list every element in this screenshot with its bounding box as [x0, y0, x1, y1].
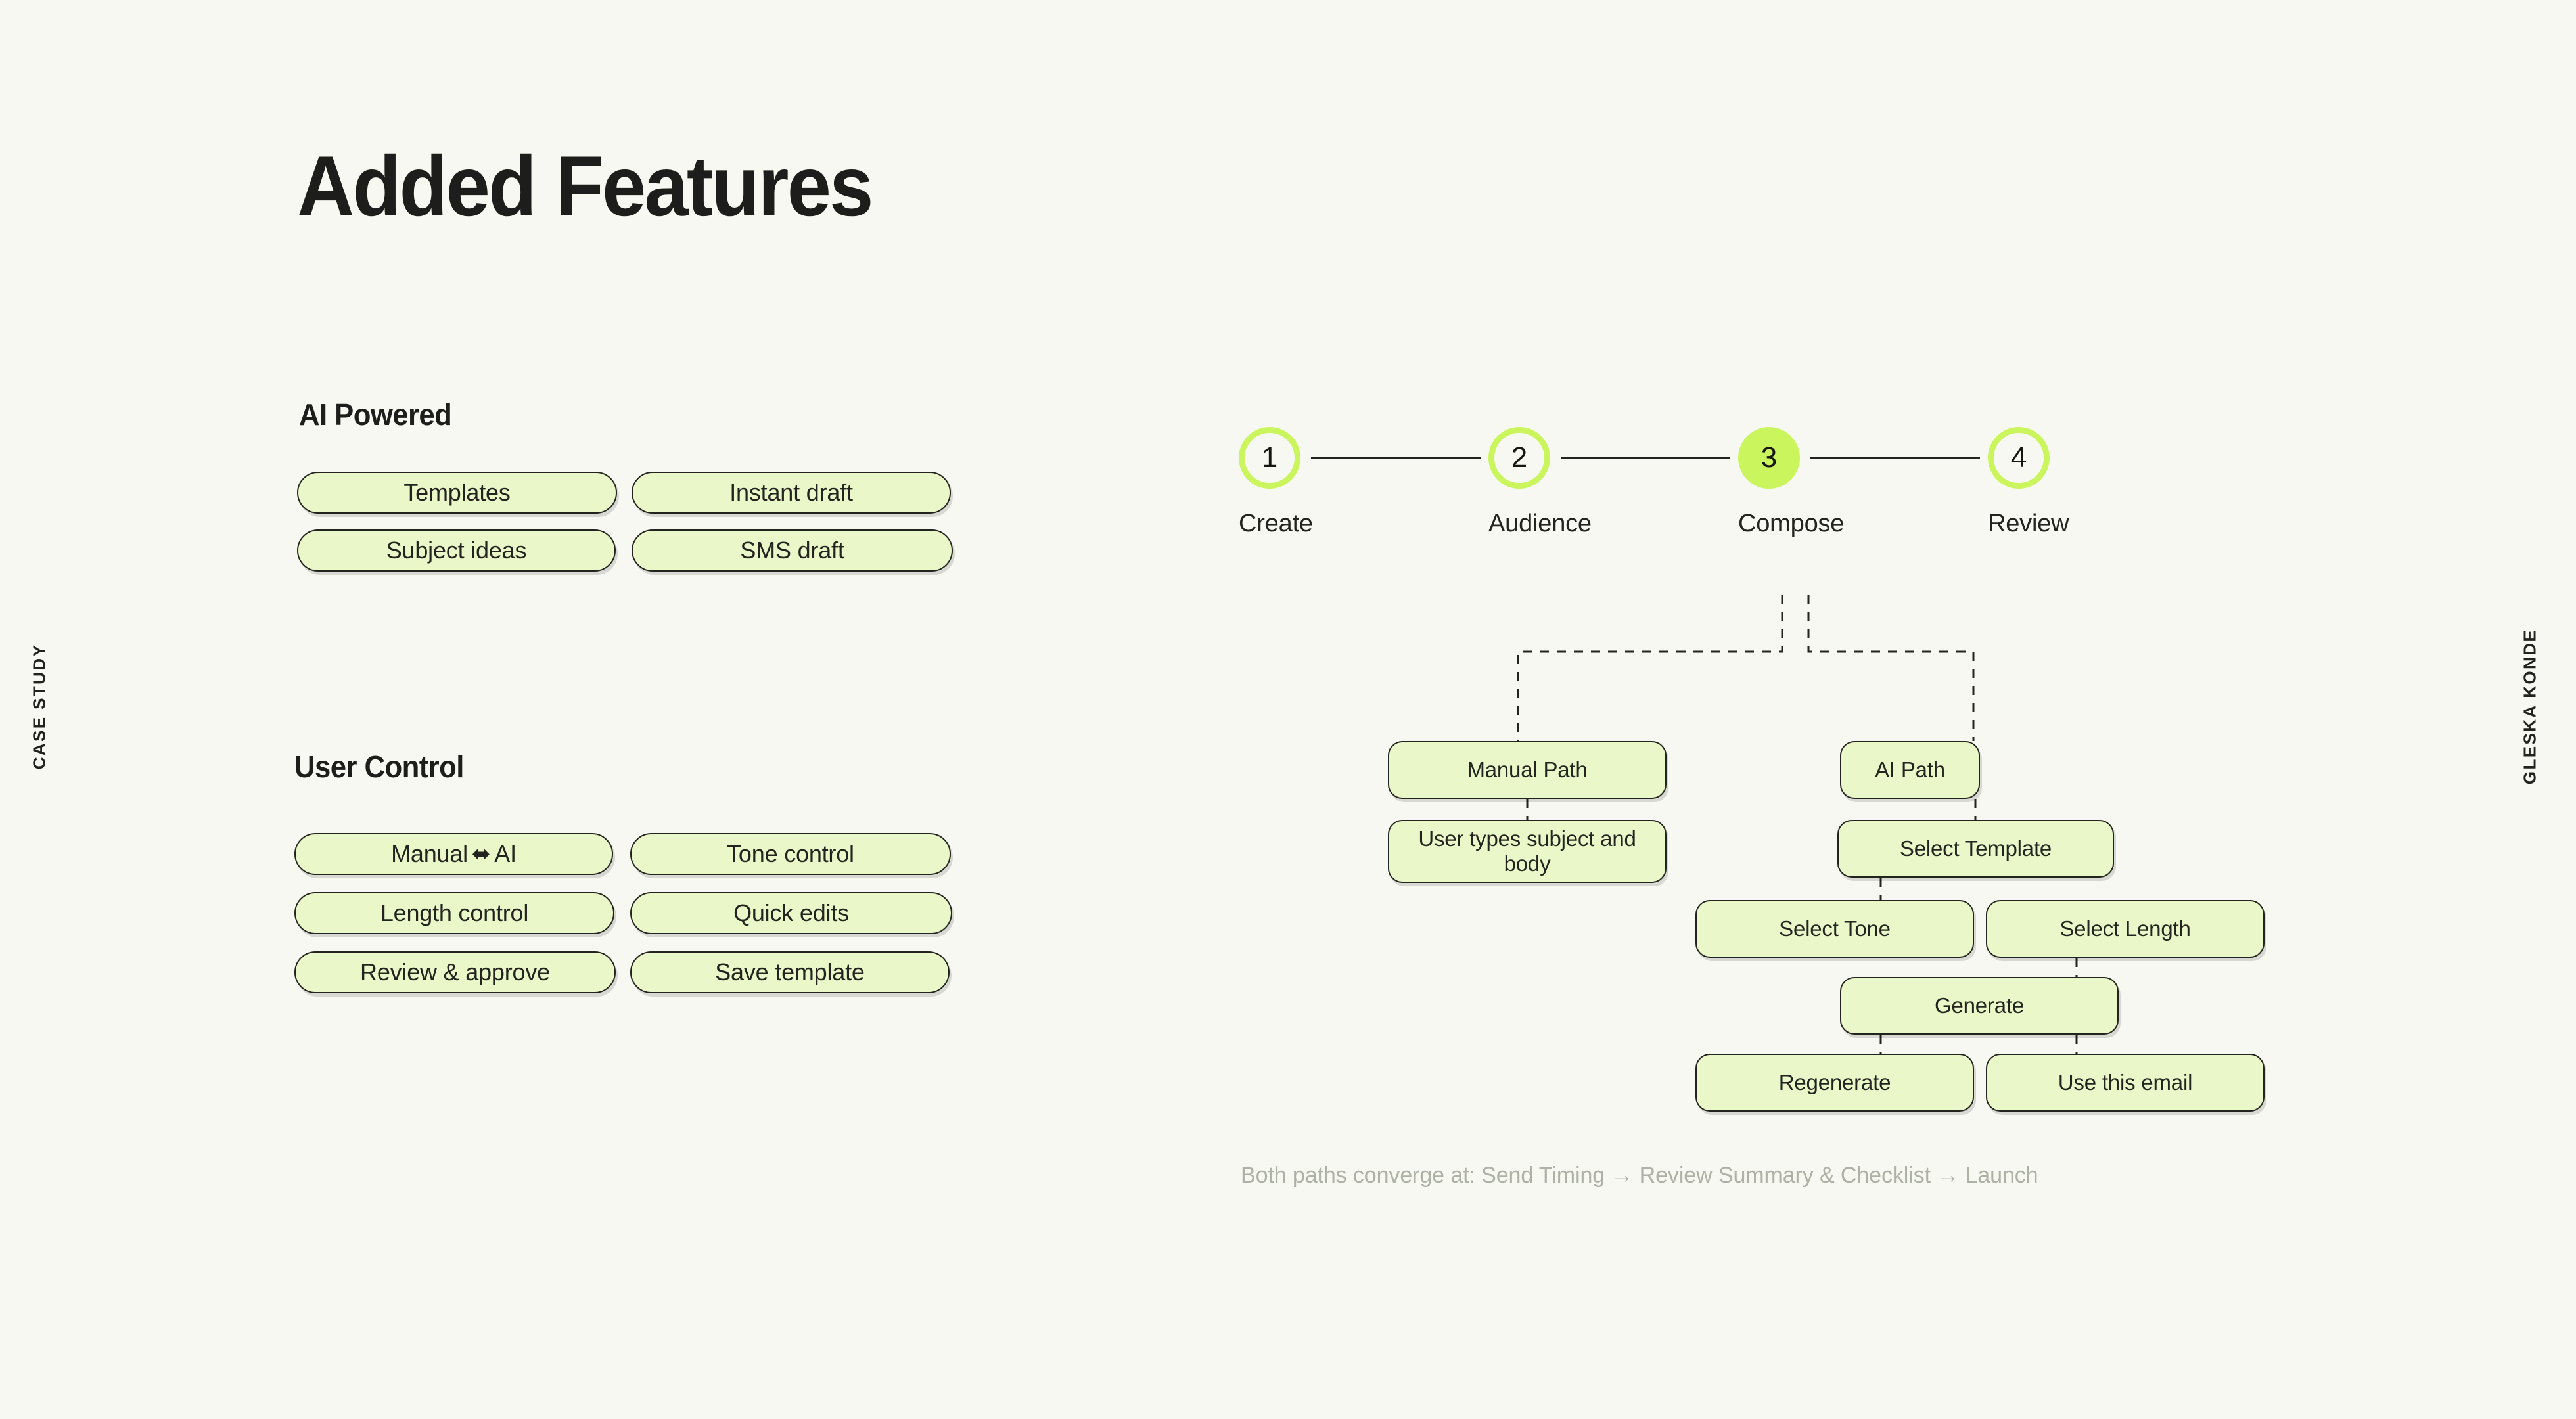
flow-box-label: Generate — [1935, 993, 2024, 1018]
flow-box-label: Regenerate — [1778, 1070, 1891, 1095]
flow-box-label: Select Length — [2059, 916, 2191, 941]
pill-label: SMS draft — [740, 537, 844, 564]
flow-box-manual-path[interactable]: Manual Path — [1388, 741, 1667, 799]
pill-manual-ai-toggle[interactable]: Manual ⬌ AI — [294, 833, 613, 875]
pill-quick-edits[interactable]: Quick edits — [630, 892, 952, 934]
pill-group-user-control: Manual ⬌ AI Tone control Length control … — [294, 833, 952, 993]
flow-box-ai-path[interactable]: AI Path — [1840, 741, 1980, 799]
step-label: Create — [1239, 510, 1313, 537]
stepper-connector — [1561, 457, 1730, 459]
connector-compose-to-ai-path — [1807, 595, 1975, 741]
flow-box-label: Manual Path — [1467, 757, 1588, 782]
stepper-connector — [1810, 457, 1980, 459]
pill-label: Quick edits — [733, 899, 849, 926]
pill-review-approve[interactable]: Review & approve — [294, 951, 616, 993]
pill-label-after: AI — [494, 840, 517, 867]
flow-caption: Both paths converge at: Send Timing → Re… — [1241, 1163, 2038, 1188]
flow-box-select-tone[interactable]: Select Tone — [1695, 900, 1974, 958]
double-arrow-icon: ⬌ — [471, 842, 491, 867]
stepper-connector — [1311, 457, 1481, 459]
pill-label: Subject ideas — [386, 537, 527, 564]
connector-compose-to-manual-path — [1517, 595, 1783, 741]
step-number-badge: 1 — [1239, 427, 1300, 489]
flow-box-generate[interactable]: Generate — [1840, 977, 2119, 1035]
pill-group-ai-powered: Templates Instant draft Subject ideas SM… — [297, 472, 953, 572]
flow-box-label: Select Tone — [1779, 916, 1891, 941]
flow-box-use-this-email[interactable]: Use this email — [1986, 1054, 2265, 1112]
section-heading-user-control: User Control — [294, 750, 464, 784]
flow-box-user-types-subject-and-body[interactable]: User types subject and body — [1388, 820, 1667, 883]
pill-subject-ideas[interactable]: Subject ideas — [297, 529, 616, 572]
pill-label: Save template — [715, 958, 865, 985]
flow-box-label: User types subject and body — [1418, 826, 1636, 876]
step-number-badge: 2 — [1488, 427, 1550, 489]
flow-box-label: Use this email — [2058, 1070, 2193, 1095]
flow-box-select-template[interactable]: Select Template — [1837, 820, 2114, 878]
pill-label: Templates — [403, 479, 511, 506]
pill-label: Length control — [380, 899, 529, 926]
pill-label: Tone control — [727, 840, 854, 867]
flow-box-label: Select Template — [1899, 836, 2052, 861]
section-heading-ai-powered: AI Powered — [299, 397, 452, 432]
pill-save-template[interactable]: Save template — [630, 951, 950, 993]
step-number-badge-active: 3 — [1738, 427, 1800, 489]
pill-label: Review & approve — [360, 958, 550, 985]
pill-templates[interactable]: Templates — [297, 472, 617, 514]
page-title: Added Features — [297, 138, 873, 234]
flow-box-label: AI Path — [1875, 757, 1945, 782]
flow-box-select-length[interactable]: Select Length — [1986, 900, 2265, 958]
pill-tone-control[interactable]: Tone control — [630, 833, 951, 875]
flow-box-regenerate[interactable]: Regenerate — [1695, 1054, 1974, 1112]
pill-label: Instant draft — [729, 479, 853, 506]
step-number-badge: 4 — [1988, 427, 2050, 489]
pill-length-control[interactable]: Length control — [294, 892, 614, 934]
pill-sms-draft[interactable]: SMS draft — [632, 529, 953, 572]
stepper-step-create[interactable]: 1 Create — [1239, 427, 1313, 538]
pill-label-before: Manual — [391, 840, 468, 867]
pill-instant-draft[interactable]: Instant draft — [632, 472, 951, 514]
